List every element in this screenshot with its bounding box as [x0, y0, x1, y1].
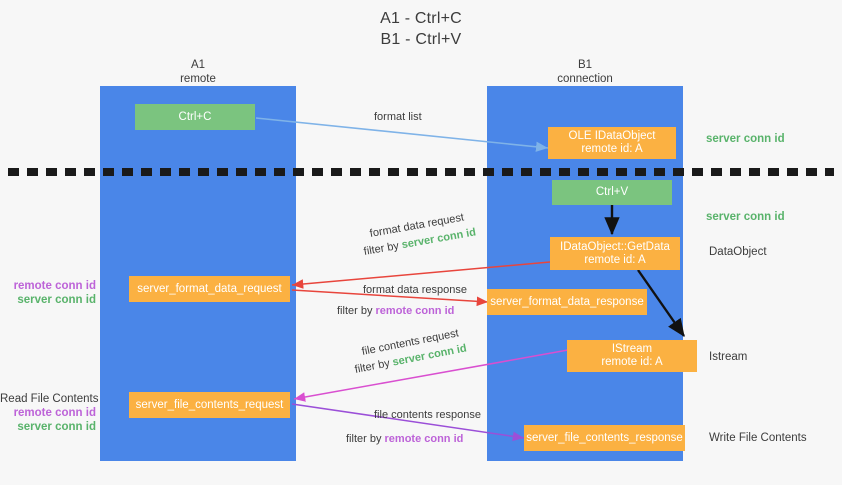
node-idataobject-getdata[interactable]: IDataObject::GetData remote id: A	[550, 237, 680, 270]
filter-value-remote-conn-id-2: remote conn id	[384, 433, 464, 445]
node-ctrl-c[interactable]: Ctrl+C	[135, 104, 255, 130]
node-server-format-data-response-label: server_format_data_response	[490, 295, 644, 308]
column-a1-name: A1	[190, 59, 206, 71]
left-note-read-file-contents: Read File Contents remote conn id server…	[0, 392, 99, 434]
node-ctrl-c-label: Ctrl+C	[178, 110, 212, 123]
column-b1-sub: connection	[557, 73, 613, 85]
left-label-remote-conn-id-2: remote conn id	[13, 407, 96, 419]
column-header-b1: B1 connection	[505, 58, 665, 86]
node-server-file-contents-response-label: server_file_contents_response	[526, 431, 683, 444]
node-ole-idataobject-sub: remote id: A	[581, 143, 643, 155]
right-label-write-file-contents: Write File Contents	[709, 432, 807, 444]
node-istream[interactable]: IStream remote id: A	[567, 340, 697, 372]
node-server-file-contents-request-label: server_file_contents_request	[135, 398, 284, 411]
node-idataobject-getdata-label: IDataObject::GetData	[560, 240, 670, 253]
column-b1-name: B1	[577, 59, 593, 71]
title-line-1: A1 - Ctrl+C	[380, 10, 462, 27]
node-istream-sub: remote id: A	[601, 356, 663, 368]
column-header-a1: A1 remote	[118, 58, 278, 86]
node-server-file-contents-response[interactable]: server_file_contents_response	[524, 425, 685, 451]
right-label-istream: Istream	[709, 351, 748, 363]
left-label-remote-conn-id-1: remote conn id	[13, 280, 96, 292]
node-ctrl-v[interactable]: Ctrl+V	[552, 180, 672, 205]
filter-prefix-3: filter by	[353, 356, 394, 376]
node-ole-idataobject[interactable]: OLE IDataObject remote id: A	[548, 127, 676, 159]
node-idataobject-getdata-sub: remote id: A	[584, 253, 646, 266]
left-label-read-file-contents: Read File Contents	[0, 393, 99, 405]
title-line-2: B1 - Ctrl+V	[380, 31, 462, 48]
edge-label-format-list: format list	[374, 111, 422, 123]
column-a1-sub: remote	[180, 73, 216, 85]
node-ole-idataobject-label: OLE IDataObject	[568, 130, 656, 142]
filter-value-remote-conn-id-1: remote conn id	[375, 305, 455, 317]
filter-prefix-4: filter by	[346, 433, 385, 445]
node-istream-label: IStream	[611, 343, 653, 355]
filter-prefix-1: filter by	[362, 239, 403, 258]
left-label-server-conn-id-1: server conn id	[17, 294, 96, 306]
diagram-title: A1 - Ctrl+C B1 - Ctrl+V	[0, 8, 842, 50]
node-server-file-contents-request[interactable]: server_file_contents_request	[129, 392, 290, 418]
right-label-dataobject: DataObject	[709, 246, 767, 258]
left-label-server-conn-id-2: server conn id	[17, 421, 96, 433]
edge-label-format-data-response: format data response	[363, 284, 467, 296]
edge-label-file-contents-response: file contents response	[374, 409, 482, 421]
right-label-server-conn-id-top: server conn id	[706, 133, 785, 145]
filter-prefix-2: filter by	[337, 305, 376, 317]
right-label-server-conn-id-mid: server conn id	[706, 211, 785, 223]
phase-divider	[8, 168, 834, 176]
left-note-conn-ids-1: remote conn id server conn id	[0, 279, 96, 307]
node-server-format-data-request[interactable]: server_format_data_request	[129, 276, 290, 302]
node-ctrl-v-label: Ctrl+V	[595, 186, 629, 198]
edge-label-format-data-response-filter: filter by remote conn id	[337, 304, 454, 319]
node-server-format-data-response[interactable]: server_format_data_response	[487, 289, 647, 315]
edge-label-file-contents-response-filter: filter by remote conn id	[346, 432, 463, 447]
node-server-format-data-request-label: server_format_data_request	[137, 282, 282, 295]
